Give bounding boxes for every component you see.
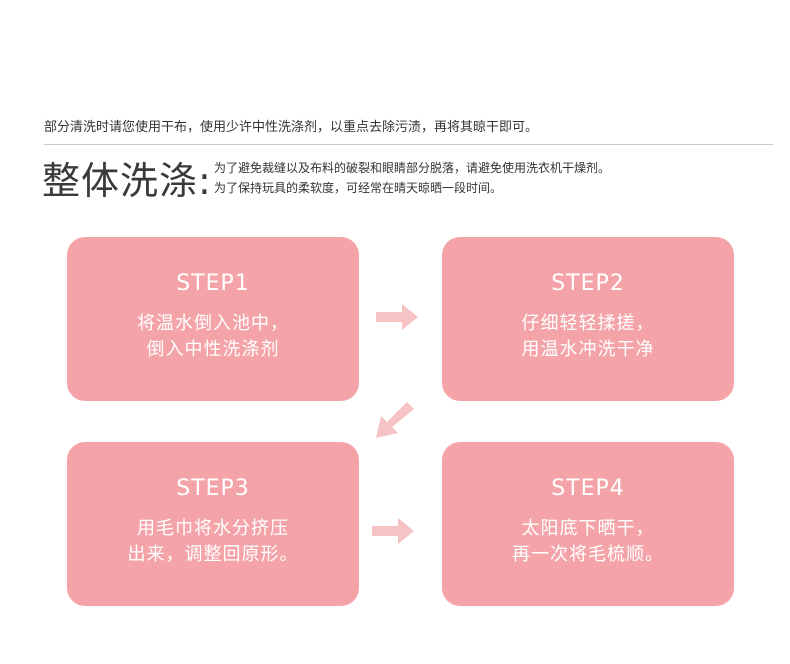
step-line: 太阳底下晒干， <box>521 518 655 539</box>
step-text: 仔细轻轻揉搓， 用温水冲洗干净 <box>442 311 734 363</box>
step-card-1: STEP1 将温水倒入池中， 倒入中性洗涤剂 <box>67 237 359 401</box>
step-text: 太阳底下晒干， 再一次将毛梳顺。 <box>442 516 734 568</box>
intro-text: 部分清洗时请您使用干布，使用少许中性洗涤剂，以重点去除污渍，再将其晾干即可。 <box>44 120 539 135</box>
step-line: 将温水倒入池中， <box>137 313 289 334</box>
divider <box>44 144 773 145</box>
step-title: STEP1 <box>176 271 250 296</box>
arrow-right-icon <box>372 518 414 544</box>
step-text: 用毛巾将水分挤压 出来，调整回原形。 <box>67 516 359 568</box>
step-card-2: STEP2 仔细轻轻揉搓， 用温水冲洗干净 <box>442 237 734 401</box>
step-line: 用温水冲洗干净 <box>521 339 655 360</box>
step-card-3: STEP3 用毛巾将水分挤压 出来，调整回原形。 <box>67 442 359 606</box>
step-line: 用毛巾将水分挤压 <box>137 518 289 539</box>
step-line: 出来，调整回原形。 <box>127 544 299 565</box>
step-line: 再一次将毛梳顺。 <box>512 544 664 565</box>
step-line: 仔细轻轻揉搓， <box>521 313 655 334</box>
section-notes: 为了避免裁缝以及布料的破裂和眼睛部分脱落，请避免使用洗衣机干燥剂。 为了保持玩具… <box>214 158 610 198</box>
step-card-4: STEP4 太阳底下晒干， 再一次将毛梳顺。 <box>442 442 734 606</box>
note-line: 为了避免裁缝以及布料的破裂和眼睛部分脱落，请避免使用洗衣机干燥剂。 <box>214 161 611 175</box>
section-heading: 整体洗涤: <box>42 159 212 203</box>
step-title: STEP3 <box>176 476 250 501</box>
step-text: 将温水倒入池中， 倒入中性洗涤剂 <box>67 311 359 363</box>
step-title: STEP4 <box>551 476 625 501</box>
step-line: 倒入中性洗涤剂 <box>146 339 280 360</box>
note-line: 为了保持玩具的柔软度，可经常在晴天晾晒一段时间。 <box>214 181 503 195</box>
step-title: STEP2 <box>551 271 625 296</box>
arrow-down-left-icon <box>376 402 414 438</box>
arrow-right-icon <box>376 304 418 330</box>
